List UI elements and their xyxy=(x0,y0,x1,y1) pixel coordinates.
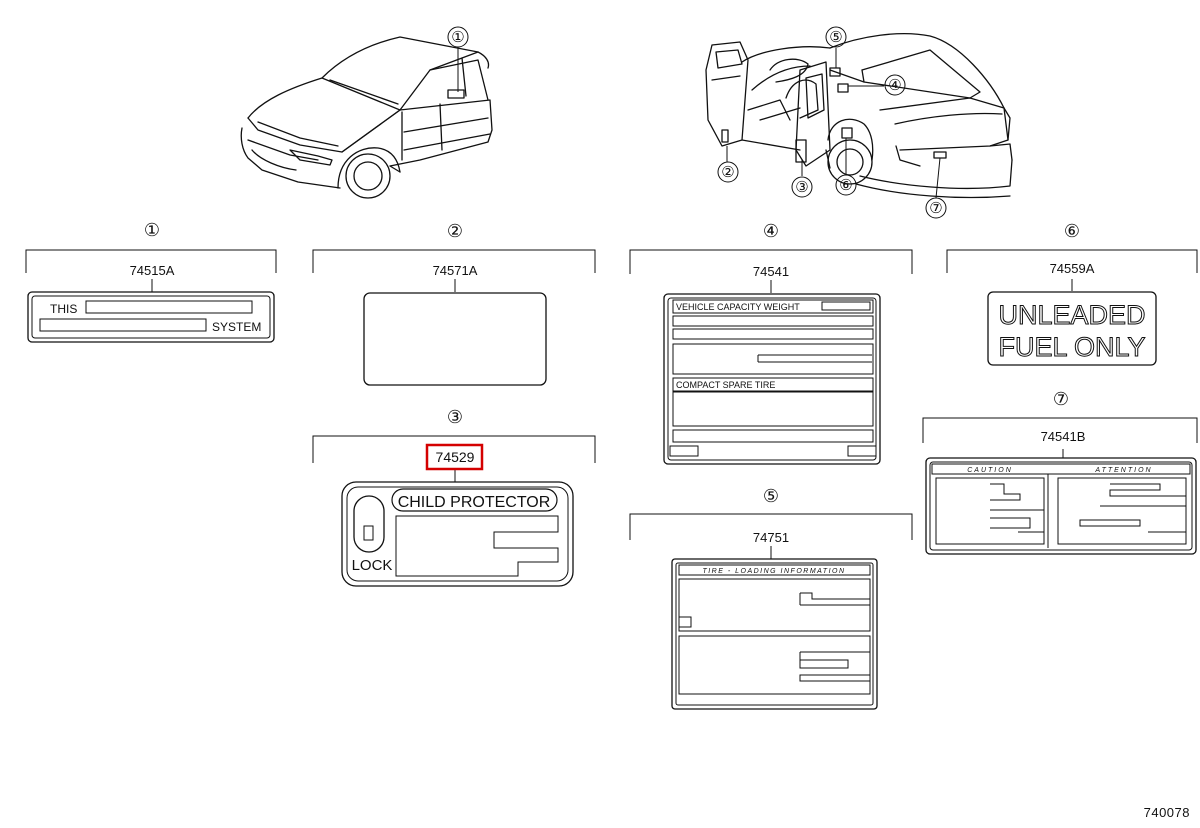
label-74559a-illustration xyxy=(987,291,1157,366)
section-callout-3: ③ xyxy=(447,407,463,427)
section-callout-4: ④ xyxy=(763,221,779,241)
callout-1-top: ① xyxy=(451,29,464,46)
label-74529-title-text: CHILD PROTECTOR xyxy=(398,494,551,511)
callout-4-top: ④ xyxy=(888,77,901,94)
label-74559a-line2-text: FUEL ONLY xyxy=(998,332,1145,362)
label-74541b-attention-text: ATTENTION xyxy=(1094,467,1152,474)
section-callout-2: ② xyxy=(447,221,463,241)
callout-leaders xyxy=(457,48,941,199)
label-74515a-illustration xyxy=(27,291,275,343)
label-74529-lock-text: LOCK xyxy=(352,557,393,574)
label-74541-mid-text: COMPACT SPARE TIRE xyxy=(676,380,775,390)
part-number-highlight-box xyxy=(425,443,484,471)
section-callout-1: ① xyxy=(144,220,160,240)
car-front-view-illustration xyxy=(240,36,493,199)
callout-2-top: ② xyxy=(721,164,734,181)
callout-3-top: ③ xyxy=(795,179,808,196)
label-74541b-illustration xyxy=(925,457,1197,555)
part-number-74529: 74529 xyxy=(436,449,475,465)
label-74571a-illustration xyxy=(363,292,547,386)
section-callout-7: ⑦ xyxy=(1053,389,1069,409)
label-74541-top-text: VEHICLE CAPACITY WEIGHT xyxy=(676,302,800,312)
part-number-74541: 74541 xyxy=(753,264,789,279)
label-74751-header-text: TIRE - LOADING INFORMATION xyxy=(702,568,845,575)
label-74515a-this-text: THIS xyxy=(50,302,77,316)
section-brackets xyxy=(25,249,1198,559)
callout-5-top: ⑤ xyxy=(829,29,842,46)
label-74515a-system-text: SYSTEM xyxy=(212,320,261,334)
part-number-74571a: 74571A xyxy=(433,263,478,278)
label-74559a-line1-text: UNLEADED xyxy=(998,300,1145,330)
part-number-74559a: 74559A xyxy=(1050,261,1095,276)
label-74529-illustration xyxy=(341,481,574,587)
part-number-74515a: 74515A xyxy=(130,263,175,278)
callout-circles xyxy=(447,26,947,219)
section-callout-6: ⑥ xyxy=(1064,221,1080,241)
label-74541-illustration xyxy=(663,293,881,465)
part-number-74541b: 74541B xyxy=(1041,429,1086,444)
label-74541b-caution-text: CAUTION xyxy=(967,467,1013,474)
callout-6-top: ⑥ xyxy=(839,177,852,194)
label-74751-illustration xyxy=(671,558,878,710)
callout-7-top: ⑦ xyxy=(929,200,942,217)
diagram-id-number: 740078 xyxy=(1143,805,1190,820)
section-callout-5: ⑤ xyxy=(763,486,779,506)
part-number-74751: 74751 xyxy=(753,530,789,545)
car-rear-view-illustration xyxy=(705,32,1013,199)
